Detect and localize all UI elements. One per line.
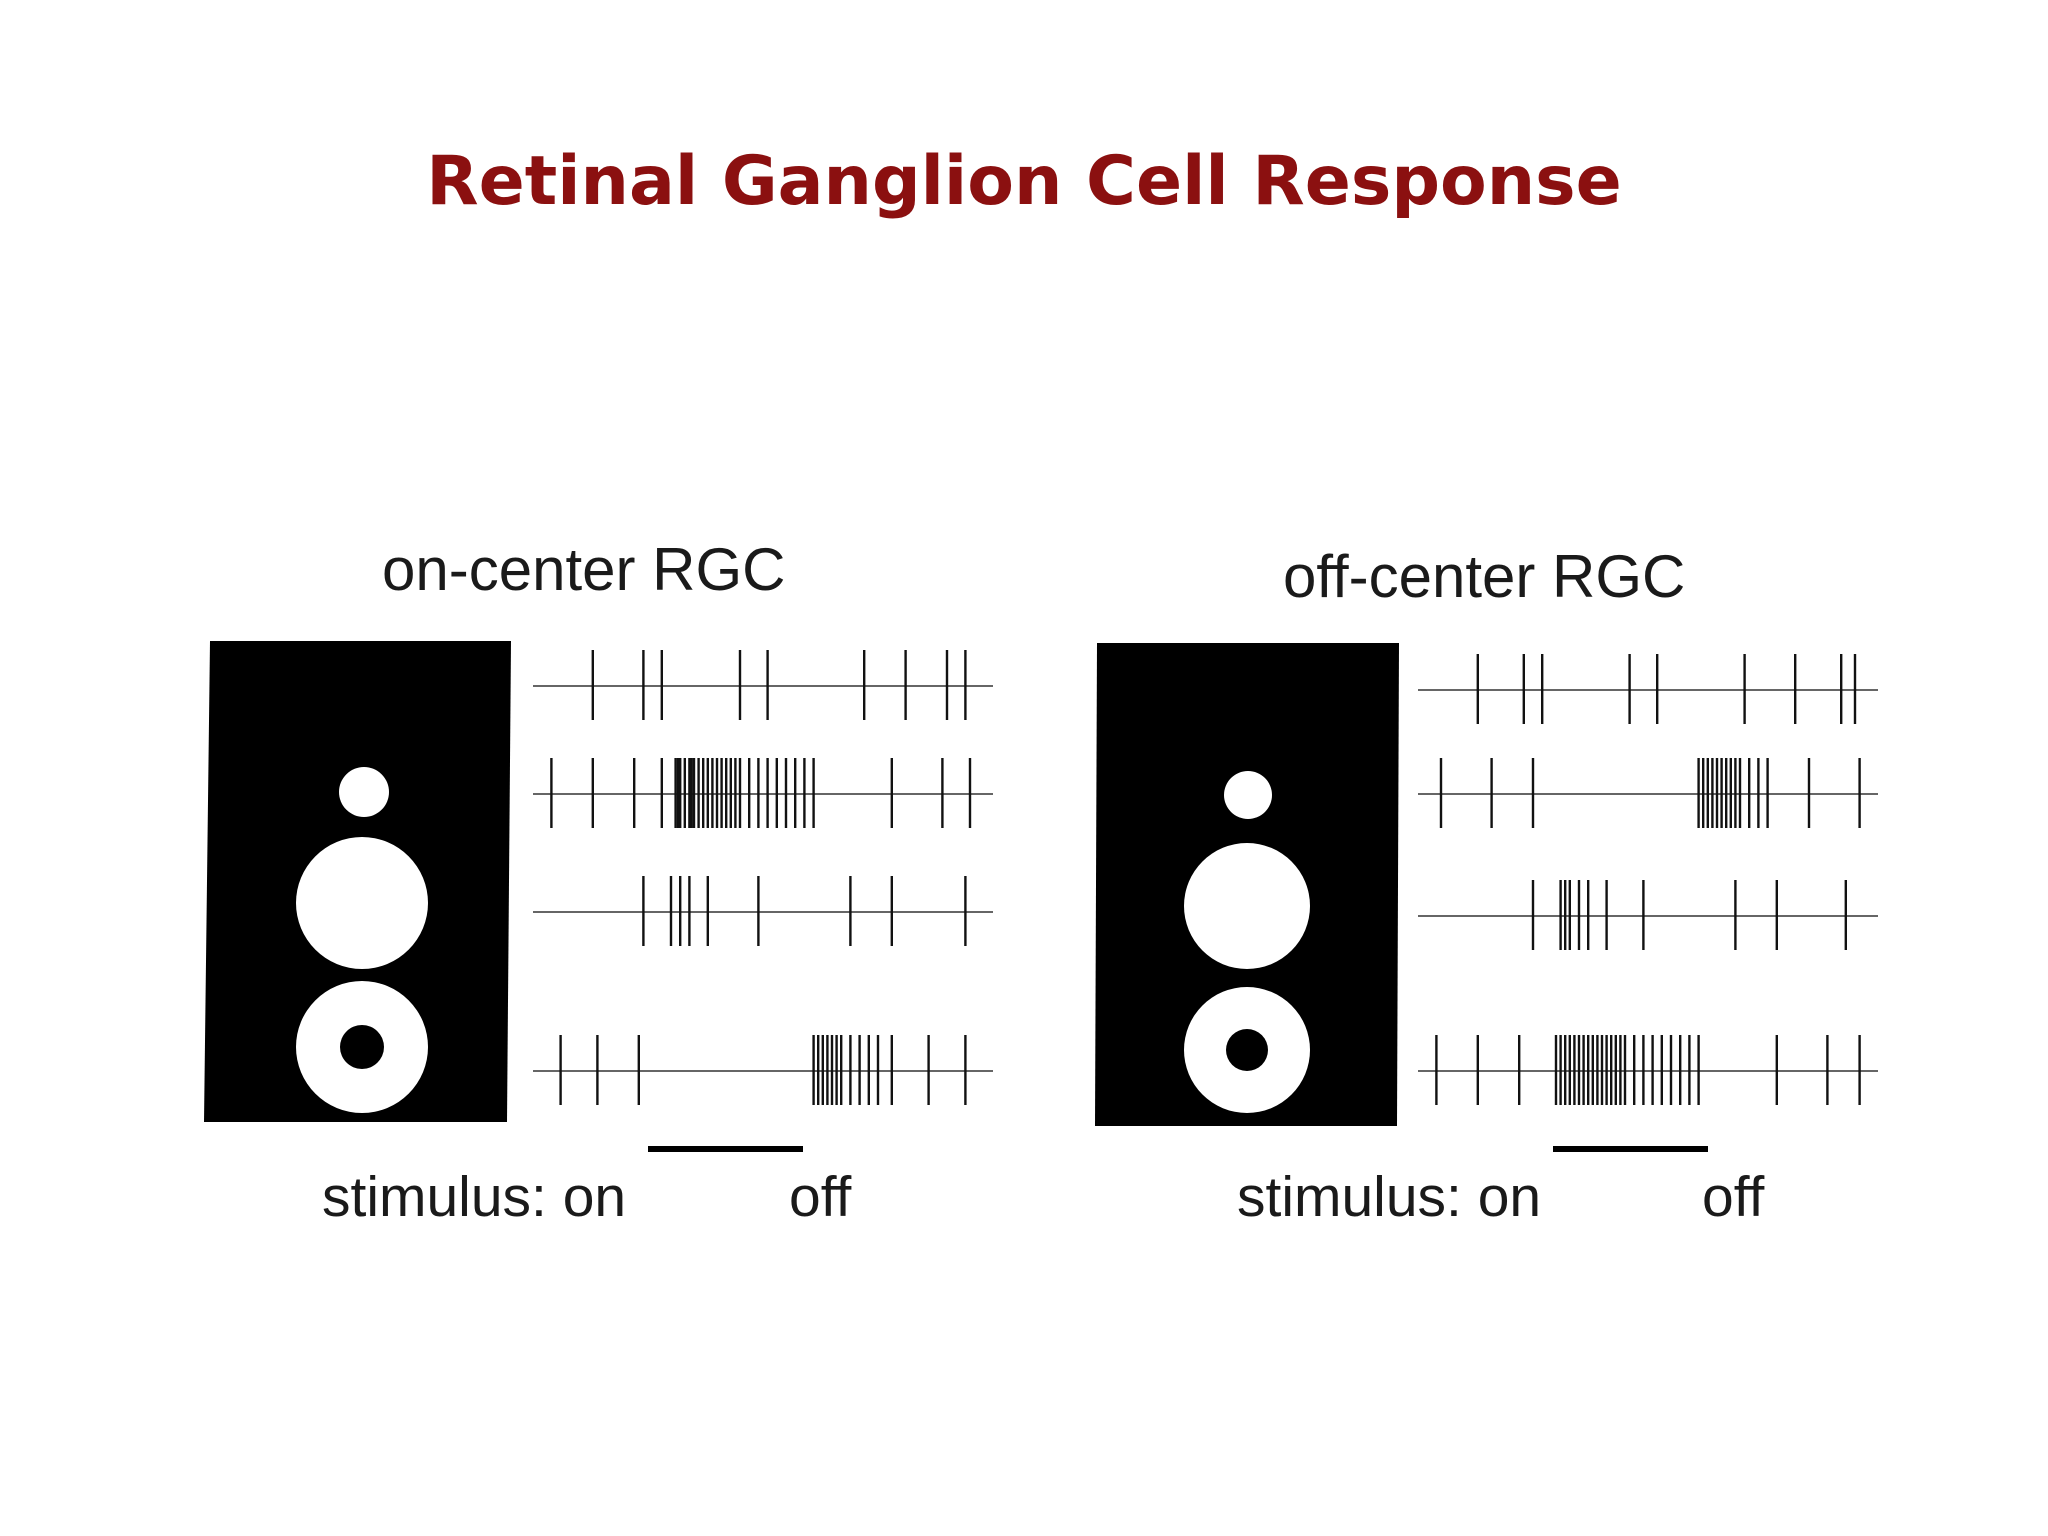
on-center-spike-traces bbox=[533, 650, 993, 1105]
off-center-panel-title: off-center RGC bbox=[1283, 543, 1686, 610]
on-center-stimulus-on-label: stimulus: on bbox=[322, 1165, 627, 1229]
on-center-small-spot-icon bbox=[339, 767, 389, 817]
on-center-panel-title: on-center RGC bbox=[382, 536, 786, 603]
off-center-stimulus-on-label: stimulus: on bbox=[1237, 1165, 1542, 1229]
off-center-stimulus-card bbox=[1095, 643, 1399, 1126]
on-center-annulus-hole bbox=[340, 1025, 384, 1069]
on-center-stimulus-off-label: off bbox=[789, 1165, 852, 1229]
on-center-large-spot-icon bbox=[296, 837, 428, 969]
off-center-large-spot-icon bbox=[1184, 843, 1310, 969]
off-center-spike-traces bbox=[1418, 654, 1878, 1105]
on-center-stimulus-card bbox=[204, 641, 511, 1122]
off-center-annulus-hole bbox=[1226, 1029, 1268, 1071]
off-center-stimulus-off-label: off bbox=[1702, 1165, 1765, 1229]
slide-title: Retinal Ganglion Cell Response bbox=[426, 142, 1622, 221]
off-center-small-spot-icon bbox=[1224, 771, 1272, 819]
